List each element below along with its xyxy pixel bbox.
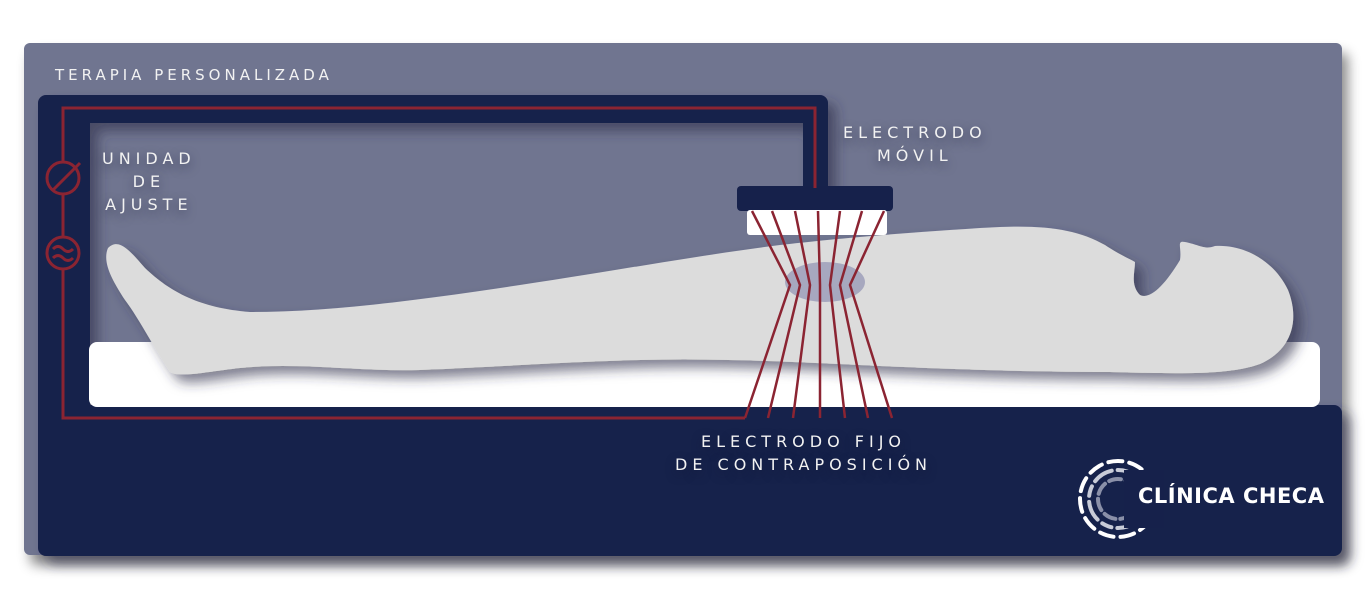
circuit-wire: [61, 106, 817, 420]
field-line: [828, 210, 847, 419]
mobile-electrode-pad: [747, 210, 887, 235]
clinica-checa-logo-icon: [1078, 458, 1164, 539]
label-line: DE: [132, 172, 166, 191]
field-lines: [743, 210, 894, 419]
field-line: [766, 210, 802, 419]
variable-resistor-icon: [45, 160, 82, 196]
label-line: AJUSTE: [105, 195, 193, 214]
label-line: ELECTRODO: [843, 123, 987, 142]
label-line: ELECTRODO FIJO: [700, 432, 907, 451]
mobile-electrode-plate: [737, 186, 893, 211]
mobile-electrode-label: ELECTRODO MÓVIL: [843, 121, 987, 167]
adjust-unit-label: UNIDAD DE AJUSTE: [102, 147, 196, 216]
label-line: UNIDAD: [102, 149, 196, 168]
field-line: [743, 210, 792, 419]
logo-text: CLÍNICA CHECA: [1138, 484, 1325, 508]
device-frame: [38, 95, 1342, 556]
patient-body: [106, 226, 1294, 375]
field-line: [848, 210, 894, 419]
page-title: TERAPIA PERSONALIZADA: [55, 66, 333, 84]
fixed-electrode-label: ELECTRODO FIJO DE CONTRAPOSICIÓN: [675, 430, 932, 476]
field-line: [816, 210, 822, 418]
label-line: DE CONTRAPOSICIÓN: [675, 455, 933, 474]
ac-source-icon: [45, 235, 81, 271]
field-line: [838, 210, 870, 419]
label-line: MÓVIL: [877, 146, 953, 165]
field-line: [791, 210, 812, 419]
